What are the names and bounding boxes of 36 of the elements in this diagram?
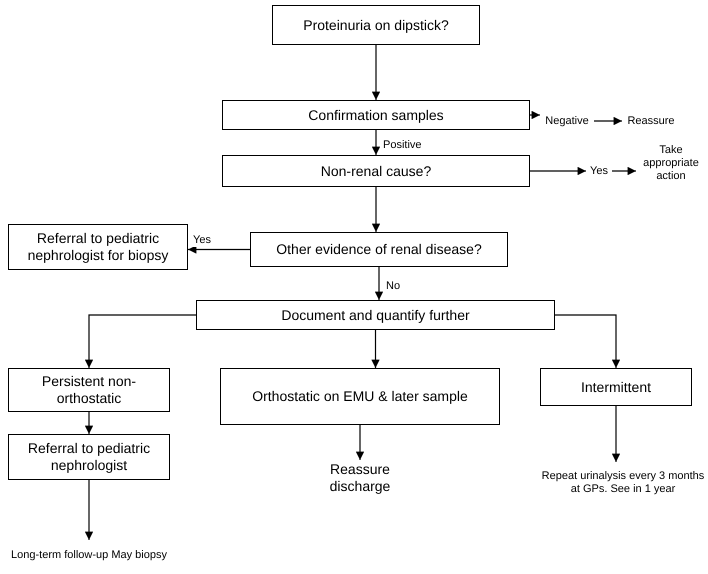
outcome-text: Reassure discharge <box>310 460 410 496</box>
arrow <box>84 480 94 540</box>
outcome-text: Negative <box>540 114 594 128</box>
arrow <box>84 412 94 434</box>
arrow <box>372 45 380 100</box>
decision-box: Non-renal cause? <box>222 155 530 187</box>
arrow <box>372 130 380 155</box>
action-text: Take appropriate action <box>636 140 706 186</box>
arrow <box>188 245 250 254</box>
process-box: Document and quantify further <box>196 300 555 330</box>
arrow <box>612 406 620 462</box>
arrow <box>612 166 636 176</box>
decision-box: Other evidence of renal disease? <box>250 232 508 267</box>
arrow <box>371 330 380 368</box>
action-text: Repeat urinalysis every 3 months at GPs. See in 1 year <box>538 462 708 504</box>
edge-label: Yes <box>192 234 212 246</box>
arrow <box>372 187 380 232</box>
process-box: Proteinuria on dipstick? <box>272 5 480 45</box>
outcome-box: Intermittent <box>540 368 692 406</box>
edge-label: No <box>385 280 402 292</box>
outcome-box: Persistent non-orthostatic <box>8 368 170 412</box>
arrow <box>594 116 622 126</box>
arrow <box>356 425 364 460</box>
process-box: Referral to pediatric nephrologist <box>8 434 170 480</box>
outcome-text: Reassure <box>622 114 680 128</box>
process-box: Referral to pediatric nephrologist for biopsy <box>8 224 188 270</box>
edge-label: Positive <box>382 138 423 152</box>
action-text: Long-term follow-up May biopsy <box>0 540 178 570</box>
process-box: Confirmation samples <box>222 100 530 130</box>
answer-text: Yes <box>586 164 612 178</box>
arrow <box>530 110 540 120</box>
arrow <box>555 314 620 368</box>
arrow <box>84 314 196 368</box>
outcome-box: Orthostatic on EMU & later sample <box>220 368 500 425</box>
arrow <box>374 267 384 300</box>
arrow <box>530 166 586 176</box>
